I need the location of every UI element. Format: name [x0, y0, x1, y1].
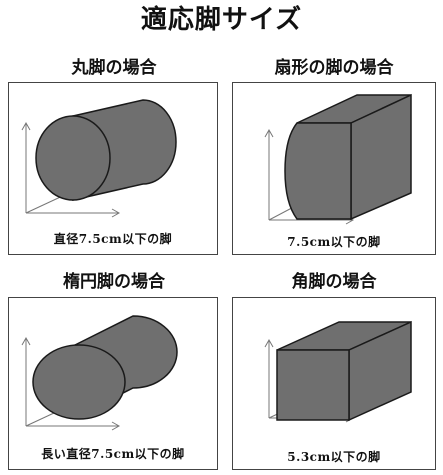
round-leg-caption: 直径7.5cm以下の脚 [53, 232, 173, 246]
page-title: 適応脚サイズ [140, 5, 303, 35]
fan-leg-heading: 扇形の脚の場合 [274, 58, 394, 78]
elliptic-leg-panel: 長い直径7.5cm以下の脚 [8, 297, 218, 470]
fan-leg-caption: 7.5cm以下の脚 [287, 235, 381, 249]
round-leg-heading: 丸脚の場合 [71, 58, 157, 78]
square-leg-caption: 5.3cm以下の脚 [287, 450, 381, 464]
round-leg-panel: 直径7.5cm以下の脚 [8, 82, 218, 255]
elliptic-leg-heading: 楕円脚の場合 [63, 272, 165, 292]
square-leg-panel: 5.3cm以下の脚 [232, 297, 436, 470]
fan-leg-panel: 7.5cm以下の脚 [232, 82, 436, 255]
rounded-prism-illustration [264, 93, 412, 225]
elliptic-cylinder-illustration [21, 315, 178, 431]
cylinder-illustration [21, 99, 177, 218]
rectangular-prism-illustration [264, 320, 412, 423]
elliptic-leg-caption: 長い直径7.5cm以下の脚 [41, 447, 185, 461]
square-leg-heading: 角脚の場合 [291, 272, 377, 292]
